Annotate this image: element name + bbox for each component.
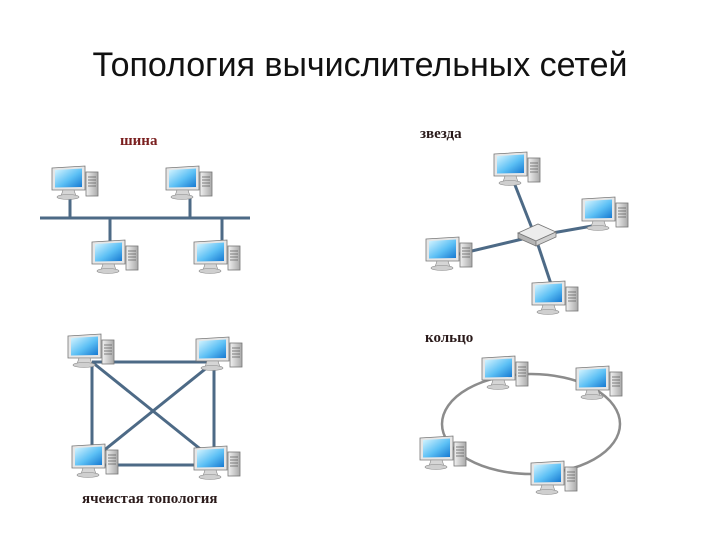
ring-topology [419, 355, 623, 495]
label-star: звезда [420, 126, 462, 142]
switch-icon [517, 223, 557, 247]
label-ring: кольцо [425, 330, 474, 346]
computer-icon [481, 355, 529, 390]
label-mesh: ячеистая топология [82, 491, 218, 507]
computer-icon [193, 239, 241, 274]
label-bus: шина [120, 133, 158, 149]
computer-icon [91, 239, 139, 274]
mesh-topology [67, 333, 243, 480]
computer-icon [425, 236, 473, 271]
computer-icon [530, 460, 578, 495]
computer-icon [165, 165, 213, 200]
computer-icon [531, 280, 579, 315]
computer-icon [493, 151, 541, 186]
computer-icon [71, 443, 119, 478]
page-title: Топология вычислительных сетей [92, 46, 628, 84]
computer-icon [51, 165, 99, 200]
computer-icon [419, 435, 467, 470]
bus-topology [40, 165, 250, 274]
star-topology [425, 151, 629, 315]
computer-icon [195, 336, 243, 371]
computer-icon [193, 445, 241, 480]
computer-icon [575, 365, 623, 400]
computer-icon [67, 333, 115, 368]
